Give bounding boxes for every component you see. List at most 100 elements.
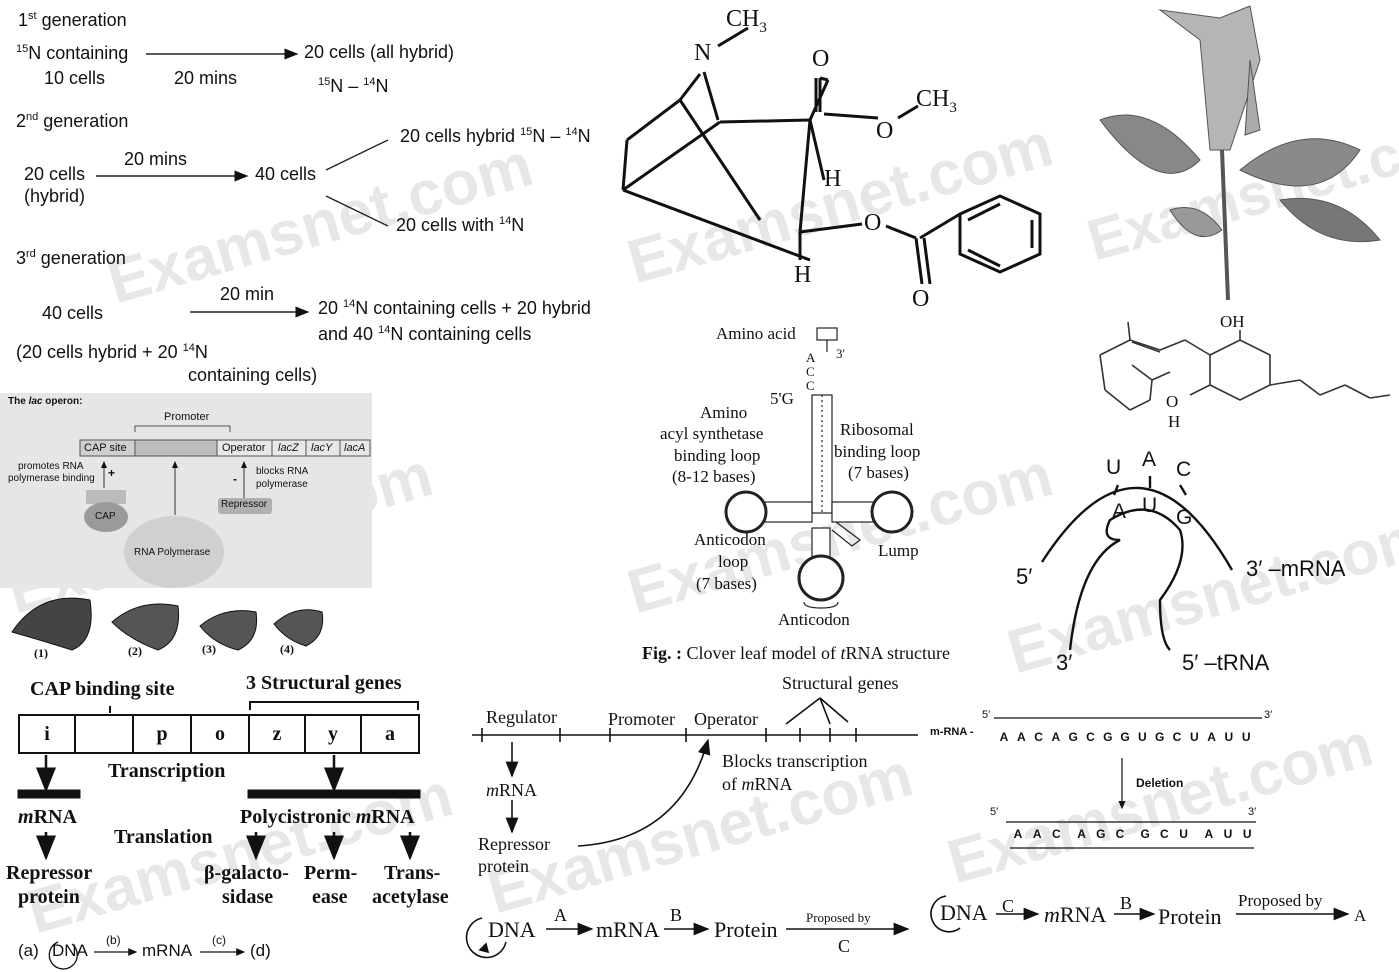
nucleotide: G [1120,730,1130,744]
trna-5prime: 5'G [770,389,794,408]
nucleotide: G [1096,827,1106,841]
operon-mrna: mRNA [486,780,538,800]
lac-small-gene-y: lacY [311,442,333,454]
lac-big-repressor-1: Repressor [6,862,93,884]
trna-amino-acid: Amino acid [716,324,796,343]
gen3-left: 40 cells [42,303,104,323]
dogma-right-c: C [1002,896,1015,916]
cocaine-structure [621,26,1042,285]
lac-small-title: The lac operon: [8,396,83,407]
nucleotide: C [1086,730,1095,744]
deletion-mrna-label: m-RNA - [930,726,974,738]
nucleotide: A [999,730,1009,744]
gen2-heading: 2nd generation [16,111,129,131]
trna-anticodon: Anticodon [778,610,850,629]
plant-illustration [1099,5,1381,301]
dogma-right [930,895,1350,933]
operon-regulator: Regulator [486,707,557,727]
dogma-mid-mrna: mRNA [596,917,660,942]
lac-big-product-1b: sidase [222,886,274,908]
codon-trna-3: 3′ [1056,650,1073,675]
trna-acc-c2: C [806,378,815,393]
gen3-bottom-line2: containing cells) [188,365,318,385]
lac-small-operator: Operator [222,442,266,454]
finch-label-1: (1) [34,646,48,660]
dogma-right-dna: DNA [940,900,988,925]
dogma-small-b: (b) [106,933,121,947]
lac-big-cell-z: z [248,714,306,754]
codon-bottom-a: A [1112,500,1127,523]
lac-big-product-3b: acetylase [372,886,449,908]
lac-big-translation: Translation [114,826,213,848]
gen1-right-line1: 20 cells (all hybrid) [304,42,455,62]
cocaine-o1: O [812,46,830,72]
trna-right-2: binding loop [834,442,921,461]
gen2-branch1: 20 cells hybrid 15N – 14N [400,126,591,146]
gen3-heading: 3rd generation [16,248,126,268]
cannabinoid-structure [1099,321,1391,411]
gen3-result-line1: 20 14N containing cells + 20 hybrid [318,298,591,318]
lac-big-cap-binding: CAP binding site [30,678,175,700]
nucleotide: U [1138,730,1147,744]
trna-lump: Lump [878,541,919,560]
lac-small-gene-z: lacZ [278,442,299,454]
finch-label-2: (2) [128,644,142,658]
lac-small-plus: + [108,466,116,480]
trna-3prime: 3' [836,346,845,361]
gen2-branch2: 20 cells with 14N [396,215,525,235]
operon-structural: Structural genes [782,673,899,693]
lac-big-mrna: mRNA [18,806,77,828]
dogma-right-a: A [1354,906,1367,925]
lac-small-promotes-2: polymerase binding [8,473,95,484]
operon-repressor-2: protein [478,856,529,876]
gen3-bottom-line1: (20 cells hybrid + 20 14N [16,342,208,362]
nucleotide: U [1189,730,1199,744]
lac-small-diagram [79,425,371,588]
nucleotide: U [1179,827,1188,841]
codon-bottom-u: U [1142,494,1158,517]
dogma-mid-b: B [670,905,683,925]
deletion-bot-5: 5′ [990,806,999,818]
lac-small-gene-a: lacA [344,442,366,454]
lac-small-promotes-1: promotes RNA [18,461,84,472]
lac-small-repressor: Repressor [221,499,268,510]
dogma-small-dna: DNA [52,941,88,960]
lac-big-cell-y: y [304,714,362,754]
codon-mrna-5: 5′ [1016,564,1033,589]
nucleotide: C [1160,827,1169,841]
dogma-right-proposed: Proposed by [1238,891,1323,910]
trna-acc-a: A [806,350,816,365]
nucleotide: G [1155,730,1165,744]
dogma-mid-dna: DNA [488,917,536,942]
nucleotide: G [1103,730,1113,744]
nucleotide: G [1140,827,1150,841]
gen3-result-line2: and 40 14N containing cells [318,324,532,344]
lac-big-structural: 3 Structural genes [246,672,402,694]
dogma-mid-protein: Protein [714,917,778,942]
trna-left-3: binding loop [674,446,761,465]
trna-cloverleaf [724,327,914,609]
trna-anticodon-loop-3: (7 bases) [696,574,757,593]
cocaine-ch3-top: CH3 [726,6,767,36]
cannabinoid-h: H [1168,412,1181,431]
gen2-branch-down [325,195,389,227]
lac-big-cell-o: o [190,714,250,754]
dogma-right-protein: Protein [1158,904,1222,929]
cocaine-h2: H [794,262,812,288]
nucleotide: A [1204,827,1214,841]
cocaine-h1: H [824,166,842,192]
operon-repressor-1: Repressor [478,834,550,854]
cocaine-o2: O [876,118,894,144]
lac-small-rna-pol: RNA Polymerase [134,547,211,558]
gen2-middle: 40 cells [255,164,317,184]
lac-small-promoter: Promoter [164,411,210,423]
finch-heads [11,597,324,651]
nucleotide: U [1242,827,1252,841]
codon-anticodon [1040,476,1234,651]
dogma-mid-proposed: Proposed by [806,910,871,925]
nucleotide: U [1241,730,1251,744]
gen2-left-line2: (hybrid) [24,186,86,206]
trna-right-3: (7 bases) [848,463,909,482]
nucleotide: A [1016,730,1026,744]
